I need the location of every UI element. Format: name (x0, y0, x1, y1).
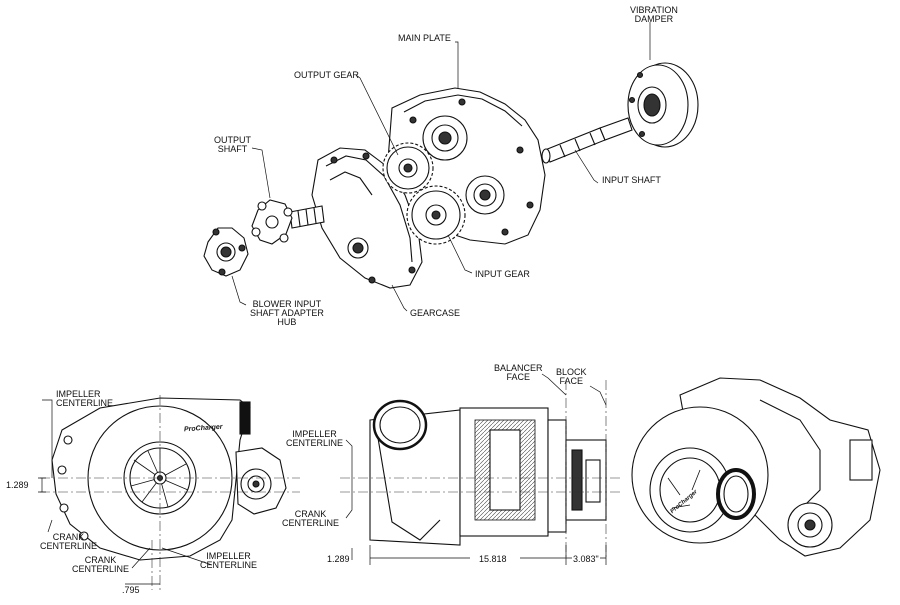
label-front-crank-centerline-left: CRANK CENTERLINE (40, 532, 98, 551)
input-gear (406, 185, 466, 245)
iso-mount (849, 439, 873, 481)
iso-view (631, 377, 881, 557)
side-view (340, 373, 620, 565)
dim-front-horizontal: .795 (122, 585, 140, 595)
dim-side-left: 1.289 (327, 554, 350, 564)
exploded-view (203, 22, 699, 312)
front-discharge-band (239, 401, 251, 435)
label-side-crank-centerline: CRANK CENTERLINE (282, 509, 340, 528)
label-balancer-face: BALANCER FACE (494, 363, 543, 382)
blower-input-shaft-adapter-hub (203, 227, 249, 277)
label-blower-hub: BLOWER INPUT SHAFT ADAPTER HUB (250, 299, 324, 327)
side-dimension-lines (345, 373, 607, 565)
label-input-gear: INPUT GEAR (475, 269, 530, 279)
exploded-leader-lines (231, 22, 651, 312)
output-shaft (251, 199, 325, 245)
label-output-shaft: OUTPUT SHAFT (214, 135, 251, 154)
dim-side-offset: 3.083" (573, 554, 599, 564)
label-front-impeller-centerline: IMPELLER CENTERLINE (56, 389, 114, 408)
side-centerlines (340, 380, 620, 560)
label-front-impeller-centerline-bottom: IMPELLER CENTERLINE (200, 551, 258, 570)
front-view (38, 395, 300, 590)
input-shaft (541, 117, 633, 164)
label-side-impeller-centerline: IMPELLER CENTERLINE (286, 429, 344, 448)
front-dimension-lines (38, 399, 213, 585)
label-gearcase: GEARCASE (410, 308, 461, 318)
vibration-damper (627, 62, 699, 148)
front-centerlines (40, 395, 300, 590)
label-input-shaft: INPUT SHAFT (602, 175, 661, 185)
label-output-gear: OUTPUT GEAR (294, 70, 359, 80)
label-vibration-damper: VIBRATION DAMPER (630, 5, 678, 24)
label-block-face: BLOCK FACE (556, 367, 587, 386)
label-front-crank-centerline-bottom: CRANK CENTERLINE (72, 555, 130, 574)
label-main-plate: MAIN PLATE (398, 33, 451, 43)
output-gear (382, 142, 434, 194)
dim-front-vertical: 1.289 (6, 480, 29, 490)
dim-side-length: 15.818 (479, 554, 507, 564)
